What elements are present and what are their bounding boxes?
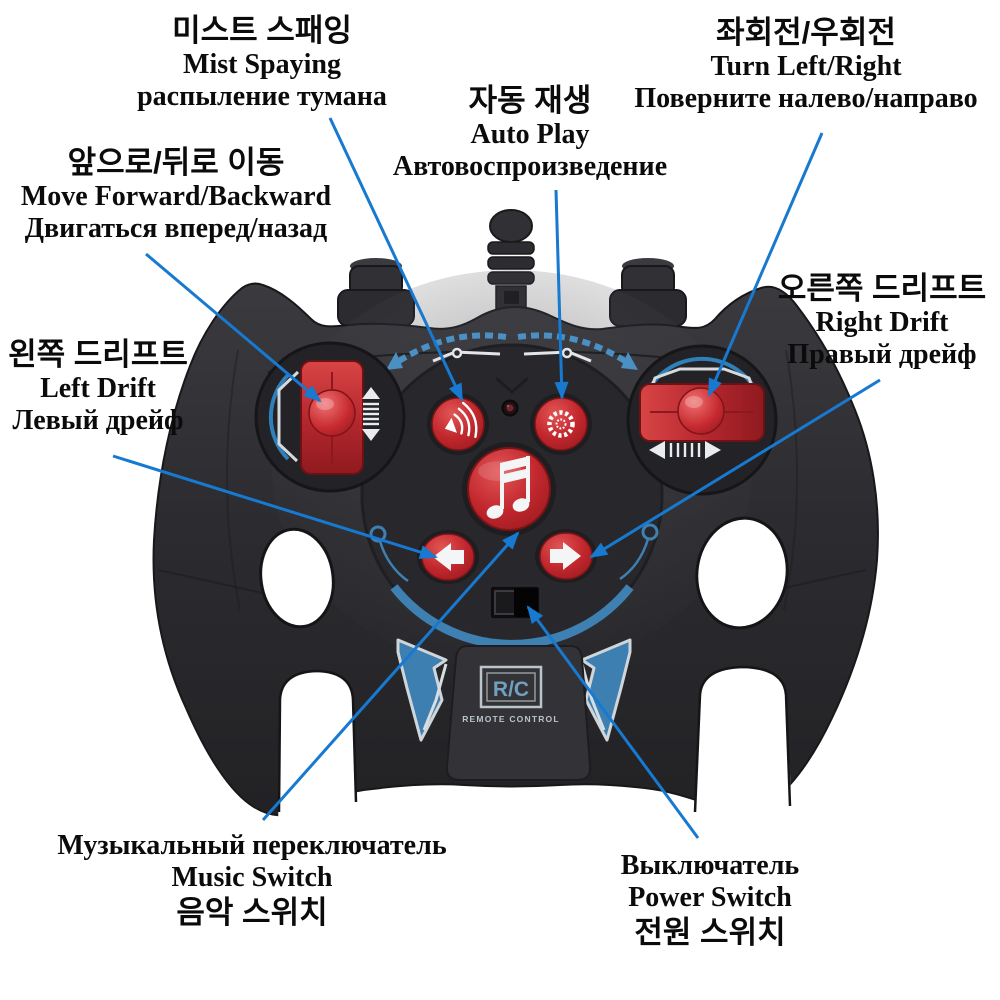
label-right-drift-ko: 오른쪽 드리프트	[777, 271, 987, 306]
left-gauge-decal	[386, 332, 507, 370]
auto-play-button	[530, 393, 592, 455]
label-turn-ru: Поверните налево/направо	[634, 83, 978, 114]
callout-line-auto	[554, 189, 569, 400]
label-auto-en: Auto Play	[470, 119, 590, 150]
label-left-drift-ru: Левый дрейф	[12, 405, 184, 436]
blue-ring-decal	[390, 584, 634, 649]
left-bottom-cutout	[277, 669, 358, 832]
label-left-drift-en: Left Drift	[40, 373, 156, 404]
label-turn-en: Turn Left/Right	[710, 51, 902, 82]
left-chevron-decal	[396, 638, 448, 742]
rc-logo-subtitle: REMOTE CONTROL	[462, 714, 560, 724]
up-down-arrows-icon	[362, 387, 380, 441]
left-arrow-icon	[433, 543, 464, 571]
callout-line-turn	[707, 132, 824, 397]
callout-line-music	[261, 531, 520, 821]
label-mist-ru: распыление тумана	[137, 81, 387, 112]
label-group-move-forward-backward: 앞으로/뒤로 이동 Move Forward/Backward Двигатьс…	[0, 144, 356, 245]
label-left-drift-ko: 왼쪽 드리프트	[8, 337, 188, 372]
label-group-mist-spraying: 미스트 스패잉 Mist Spaying распыление тумана	[82, 12, 442, 113]
label-move-ru: Двигаться вперед/назад	[24, 213, 328, 244]
rc-logo-plate: R/C REMOTE CONTROL	[445, 645, 592, 781]
music-note-icon	[486, 456, 530, 519]
right-arrow-icon	[550, 542, 581, 570]
right-arrow-button	[535, 529, 597, 583]
callout-line-mist	[328, 117, 464, 402]
label-auto-ko: 자동 재생	[468, 83, 592, 118]
left-right-arrows-icon	[649, 441, 721, 459]
label-group-auto-play: 자동 재생 Auto Play Автовоспроизведение	[355, 82, 705, 183]
callout-line-move	[145, 252, 322, 403]
label-move-en: Move Forward/Backward	[20, 181, 332, 212]
label-mist-en: Mist Spaying	[183, 49, 341, 80]
label-music-ru: Музыкальный переключатель	[57, 830, 447, 861]
label-group-music-switch: Музыкальный переключатель Music Switch 음…	[32, 830, 472, 931]
callout-lines	[112, 117, 881, 839]
left-grip-hole	[259, 527, 335, 629]
music-button	[462, 442, 556, 536]
mist-spray-button	[427, 393, 489, 455]
label-right-drift-ru: Правый дрейф	[787, 339, 977, 370]
label-group-power-switch: Выключатель Power Switch 전원 스위치	[555, 850, 865, 951]
left-arrow-button	[417, 530, 479, 584]
label-power-ko: 전원 스위치	[634, 915, 786, 950]
callout-line-power	[526, 605, 700, 839]
right-grip-hole	[695, 516, 789, 630]
label-music-ko: 음악 스위치	[176, 895, 328, 930]
label-group-left-drift: 왼쪽 드리프트 Left Drift Левый дрейф	[0, 336, 253, 437]
label-music-en: Music Switch	[171, 862, 333, 893]
circuit-ring-decals	[369, 523, 659, 583]
label-right-drift-en: Right Drift	[815, 307, 949, 338]
label-power-en: Power Switch	[628, 882, 792, 913]
label-group-right-drift: 오른쪽 드리프트 Right Drift Правый дрейф	[727, 270, 1000, 371]
center-notch-decal	[495, 376, 529, 394]
label-group-turn-left-right: 좌회전/우회전 Turn Left/Right Поверните налево…	[616, 14, 996, 115]
label-turn-ko: 좌회전/우회전	[716, 15, 896, 50]
rc-logo: R/C	[493, 678, 529, 701]
label-move-ko: 앞으로/뒤로 이동	[67, 145, 285, 180]
led-indicator	[501, 399, 519, 417]
right-joystick	[626, 344, 778, 496]
auto-play-gear-icon	[547, 410, 575, 438]
right-gauge-decal	[517, 332, 638, 370]
right-joystick-knob	[677, 387, 725, 435]
callout-line-right-drift	[589, 378, 881, 559]
right-bottom-cutout	[693, 665, 793, 832]
label-mist-ko: 미스트 스패잉	[172, 13, 352, 48]
callout-line-left-drift	[112, 454, 438, 559]
right-chevron-decal	[580, 638, 632, 742]
label-auto-ru: Автовоспроизведение	[392, 151, 668, 182]
mist-spray-icon	[444, 401, 478, 439]
label-power-ru: Выключатель	[620, 850, 800, 881]
